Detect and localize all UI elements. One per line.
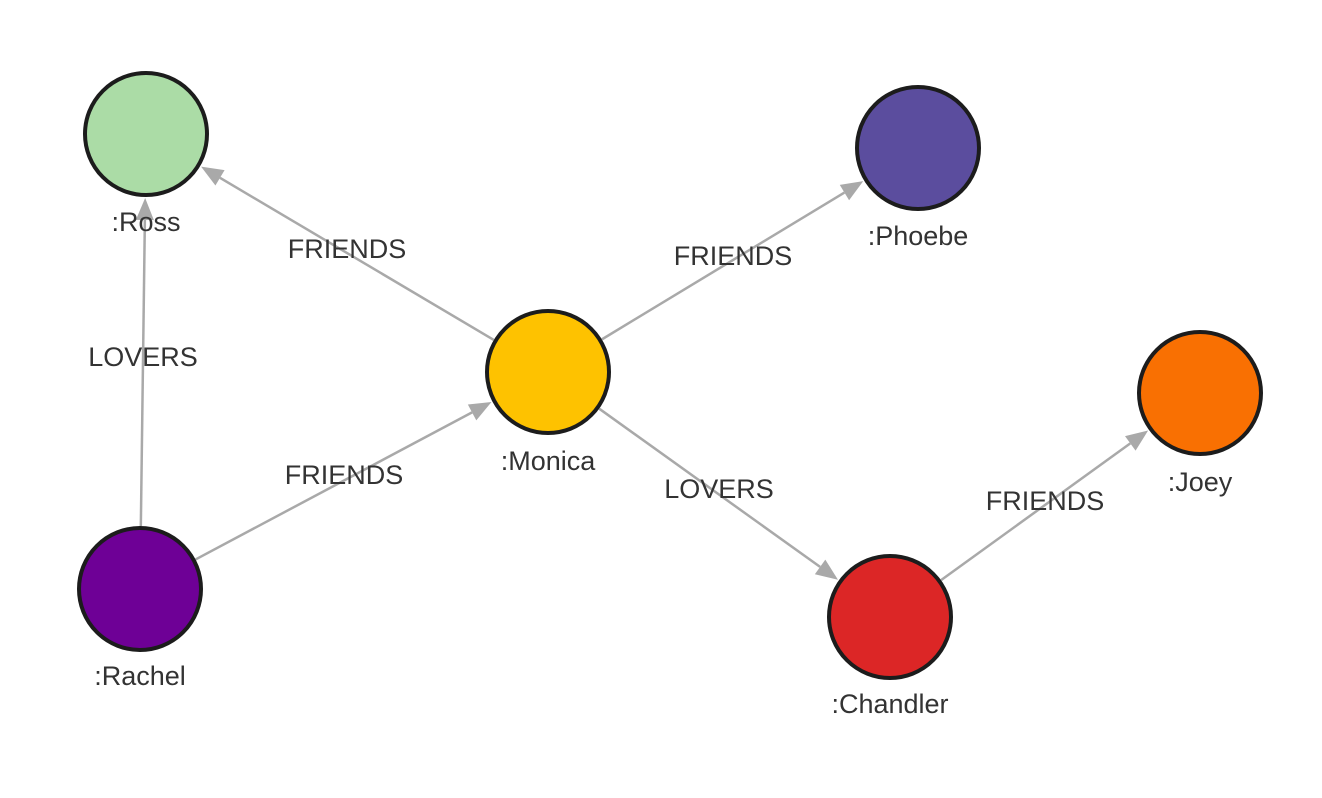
edge-label: FRIENDS <box>674 241 793 271</box>
edge-label: LOVERS <box>88 342 198 372</box>
node-rachel[interactable]: :Rachel <box>77 526 203 691</box>
node-label: :Chandler <box>831 689 948 719</box>
node-circle[interactable] <box>827 554 953 680</box>
node-label: :Ross <box>111 207 180 237</box>
node-chandler[interactable]: :Chandler <box>827 554 953 719</box>
edge-line <box>219 176 495 341</box>
node-label: :Rachel <box>94 661 186 691</box>
nodes-layer: :Ross :Phoebe :Monica :Joey :Rachel :Chandler <box>77 71 1263 719</box>
edge-label: FRIENDS <box>285 460 404 490</box>
edge-line <box>195 411 473 561</box>
edge-rachel-ross: LOVERS <box>88 197 198 527</box>
node-circle[interactable] <box>485 309 611 435</box>
node-ross[interactable]: :Ross <box>83 71 209 237</box>
edge-label: FRIENDS <box>288 234 407 264</box>
edge-line <box>601 191 846 341</box>
edge-monica-phoebe: FRIENDS <box>601 181 864 341</box>
edge-line <box>598 407 821 568</box>
arrowhead-icon <box>839 181 864 201</box>
edge-label: LOVERS <box>664 474 774 504</box>
arrowhead-icon <box>135 197 154 221</box>
arrowhead-icon <box>1125 430 1149 451</box>
node-phoebe[interactable]: :Phoebe <box>855 85 981 251</box>
node-circle[interactable] <box>77 526 203 652</box>
edge-line <box>139 219 147 527</box>
node-circle[interactable] <box>1137 330 1263 456</box>
edge-rachel-monica: FRIENDS <box>195 402 492 561</box>
node-label: :Monica <box>501 446 597 476</box>
edge-monica-chandler: LOVERS <box>598 407 838 580</box>
arrowhead-icon <box>467 402 492 421</box>
edges-layer: FRIENDS FRIENDS LOVERS FRIENDS LOVERS FRIENDS <box>88 166 1149 582</box>
edge-chandler-joey: FRIENDS <box>940 430 1149 582</box>
node-circle[interactable] <box>855 85 981 211</box>
node-monica[interactable]: :Monica <box>485 309 611 476</box>
arrowhead-icon <box>814 559 838 580</box>
node-label: :Phoebe <box>868 221 969 251</box>
edge-monica-ross: FRIENDS <box>201 166 495 341</box>
arrowhead-icon <box>201 166 225 186</box>
node-circle[interactable] <box>83 71 209 197</box>
node-joey[interactable]: :Joey <box>1137 330 1263 497</box>
edge-line <box>940 442 1132 582</box>
edge-label: FRIENDS <box>986 486 1105 516</box>
node-label: :Joey <box>1168 467 1233 497</box>
